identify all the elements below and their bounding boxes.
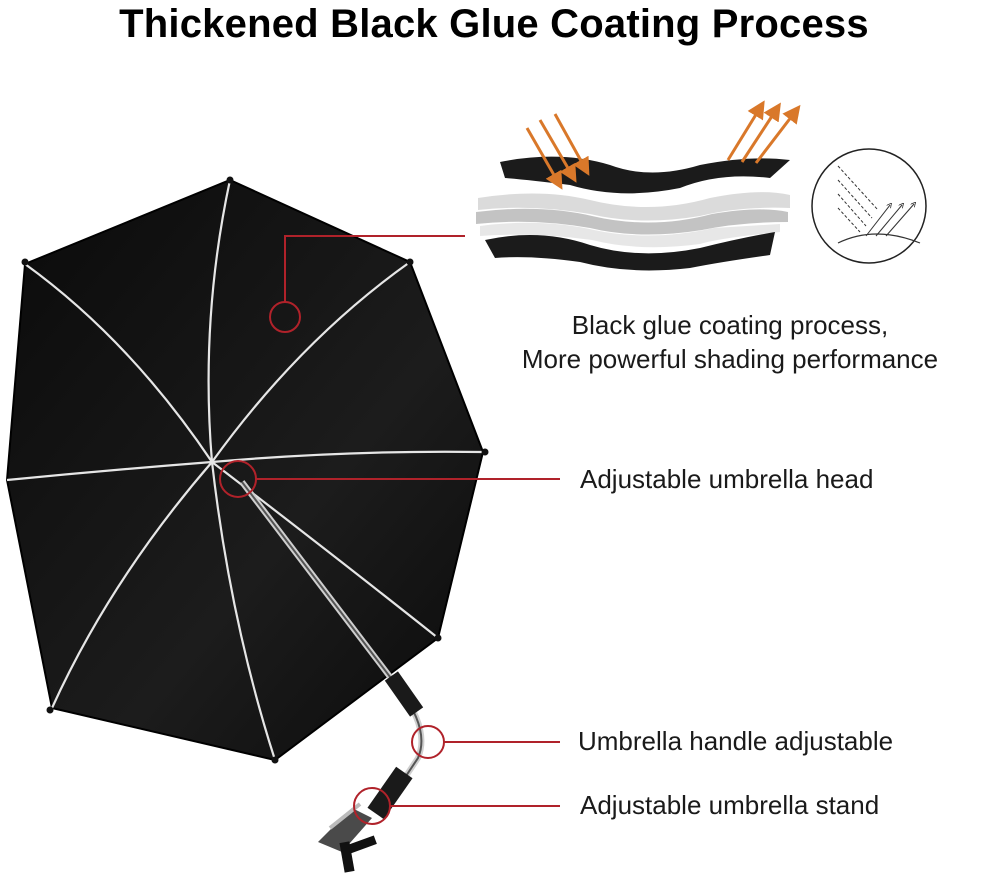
reflected-sunlight-arrows-icon <box>726 100 801 164</box>
caption-line-2: More powerful shading performance <box>521 344 939 374</box>
label-umbrella-head: Adjustable umbrella head <box>580 464 874 494</box>
umbrella-clamp <box>318 802 377 873</box>
layered-fabric-icon <box>476 156 790 271</box>
label-umbrella-handle: Umbrella handle adjustable <box>578 726 894 756</box>
page-title: Thickened Black Glue Coating Process <box>119 2 869 46</box>
umbrella-canopy <box>5 176 489 764</box>
caption-line-1: Black glue coating process, <box>571 310 889 340</box>
coating-caption: Black glue coating process, More powerfu… <box>470 308 988 376</box>
reflection-circle-icon <box>811 148 927 264</box>
label-umbrella-stand: Adjustable umbrella stand <box>580 790 880 820</box>
umbrella-pole <box>239 480 425 820</box>
incoming-sunlight-arrows-icon <box>525 113 590 190</box>
callout-lines <box>219 235 560 825</box>
